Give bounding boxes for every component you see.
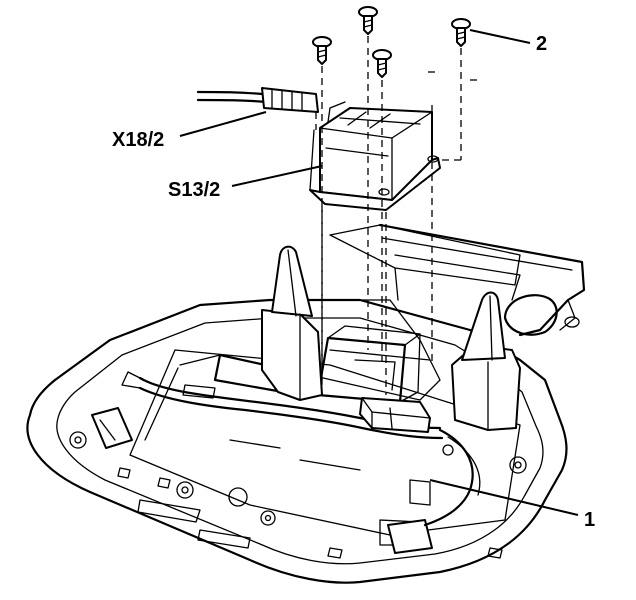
right-locating-post xyxy=(451,291,521,431)
housing-base xyxy=(26,223,586,584)
harness-connector xyxy=(359,397,431,433)
callout-switch: S13/2 xyxy=(168,179,220,201)
left-locating-post xyxy=(261,245,323,401)
screw-right-rear xyxy=(451,18,471,47)
leader-switch xyxy=(231,165,323,187)
connector-plug xyxy=(196,87,319,113)
screw-right-front xyxy=(372,49,392,78)
leader-housing xyxy=(429,479,579,516)
callout-connector: X18/2 xyxy=(112,129,164,151)
callout-screw: 2 xyxy=(536,33,547,55)
screw-left xyxy=(312,36,332,65)
leader-connector xyxy=(179,111,267,137)
switch-module xyxy=(309,101,441,211)
leader-screw xyxy=(469,29,531,44)
callout-housing: 1 xyxy=(584,509,595,531)
assembly-lines xyxy=(315,36,478,395)
screw-center xyxy=(358,6,378,35)
